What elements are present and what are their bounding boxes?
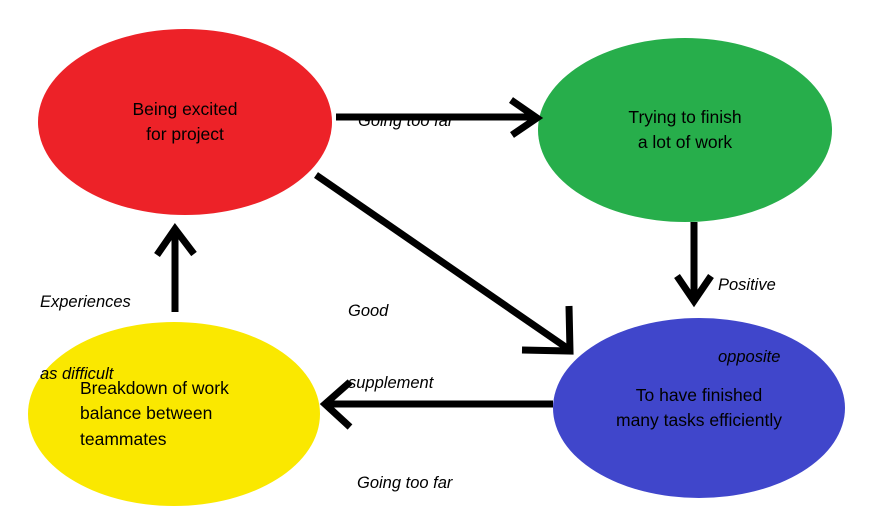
node-breakdown-of-work[interactable] bbox=[28, 322, 320, 506]
edge-label-line: opposite bbox=[718, 347, 781, 366]
edge-arrow-excited-to-finished bbox=[314, 172, 574, 355]
edge-label-going-too-far-bottom: Going too far bbox=[357, 424, 452, 525]
edge-arrow-breakdown-to-excited bbox=[154, 223, 197, 312]
edge-label-line: Experiences bbox=[40, 292, 131, 311]
node-trying-to-finish[interactable] bbox=[538, 38, 832, 222]
edge-label-going-too-far-top: Going too far bbox=[358, 62, 453, 182]
edge-label-good-supplement: Good supplement bbox=[348, 252, 433, 443]
node-being-excited[interactable] bbox=[38, 29, 332, 215]
node-to-have-finished[interactable] bbox=[553, 318, 845, 498]
edge-label-line: as difficult bbox=[40, 364, 114, 383]
edge-label-line: supplement bbox=[348, 373, 434, 392]
edge-label-positive-opposite: Positive opposite bbox=[718, 226, 780, 417]
edge-arrow-trying-to-finished bbox=[674, 222, 714, 308]
edge-arrow-finished-to-breakdown bbox=[319, 379, 553, 430]
edge-label-experiences-as-difficult: Experiences as difficult bbox=[40, 243, 131, 434]
edge-label-line: Positive bbox=[718, 275, 776, 294]
edge-label-line: Going too far bbox=[358, 111, 454, 130]
edge-label-line: Good bbox=[348, 301, 389, 320]
edge-arrow-excited-to-trying bbox=[336, 97, 544, 138]
edge-label-line: Going too far bbox=[357, 473, 453, 492]
